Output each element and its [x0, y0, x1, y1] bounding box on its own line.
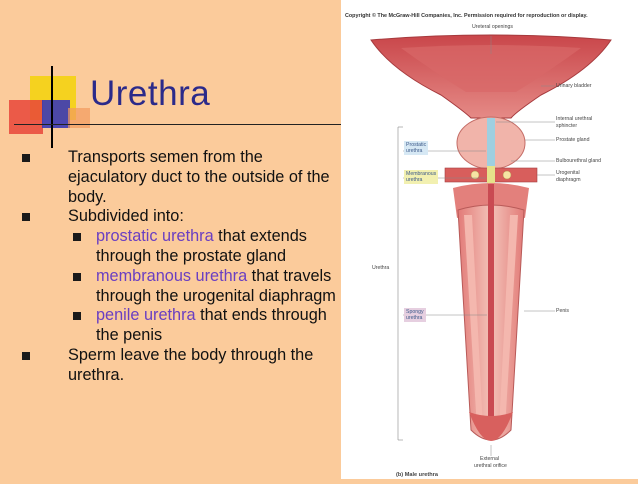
- label-urinary-bladder: Urinary bladder: [556, 83, 592, 89]
- sub-bullet-text: that ends through the penis: [96, 306, 327, 345]
- bullet-item: Subdivided into:: [22, 207, 340, 227]
- label-urogenital-diaphragm: Urogenital: [556, 170, 580, 176]
- highlight-term: membranous urethra: [96, 266, 248, 285]
- label-external-orifice: urethral orifice: [474, 463, 507, 469]
- label-urethra: Urethra: [372, 265, 390, 271]
- box-membranous-text: Membranous: [406, 171, 437, 177]
- figure-caption: (b) Male urethra: [396, 472, 438, 478]
- bullet-square-icon: [73, 272, 81, 281]
- sub-bullet-item: membranous urethra that travels through …: [22, 267, 340, 307]
- box-spongy-text: Spongy: [406, 309, 424, 315]
- slide-title: Urethra: [90, 74, 211, 113]
- label-prostate-gland: Prostate gland: [556, 137, 590, 143]
- bullet-text: Sperm leave the body through the urethra…: [68, 345, 314, 384]
- highlight-term: penile urethra: [96, 306, 196, 325]
- label-penis: Penis: [556, 308, 569, 314]
- bullet-item: Sperm leave the body through the urethra…: [22, 346, 340, 386]
- box-prostatic-urethra: Prostatic urethra: [404, 141, 429, 155]
- copyright-notice: Copyright © The McGraw-Hill Companies, I…: [345, 13, 588, 19]
- box-membranous-text: urethra: [406, 177, 423, 183]
- logo-blue-square: [42, 100, 70, 128]
- label-external-orifice: External: [480, 456, 500, 462]
- bullet-text: Subdivided into:: [68, 207, 184, 226]
- bullet-square-icon: [22, 351, 30, 360]
- label-bulbourethral-gland: Bulbourethral gland: [556, 158, 601, 164]
- box-membranous-urethra: Membranous urethra: [404, 170, 439, 184]
- bullet-list: Transports semen from the ejaculatory du…: [22, 148, 340, 386]
- label-ureteral-openings: Ureteral openings: [472, 24, 513, 30]
- sub-bullet-text: that extends through the prostate gland: [96, 227, 307, 265]
- anatomy-figure-panel: [341, 0, 638, 479]
- box-prostatic-text: Prostatic: [406, 142, 427, 148]
- highlight-term: prostatic urethra: [96, 227, 214, 246]
- logo-vertical-line: [51, 66, 53, 148]
- bullet-square-icon: [22, 213, 30, 222]
- label-urogenital-diaphragm: diaphragm: [556, 177, 581, 183]
- bullet-square-icon: [73, 233, 81, 242]
- box-spongy-urethra: Spongy urethra: [404, 308, 426, 322]
- bullet-square-icon: [22, 154, 30, 162]
- male-urethra-illustration: [370, 34, 612, 456]
- sub-bullet-item: penile urethra that ends through the pen…: [22, 306, 340, 346]
- label-internal-sphincter: Internal urethral: [556, 116, 593, 122]
- title-underline: [14, 124, 342, 125]
- bullet-text: Transports semen from the ejaculatory du…: [68, 148, 330, 206]
- logo-orange-square: [68, 108, 90, 128]
- box-prostatic-text: urethra: [406, 148, 423, 154]
- label-internal-sphincter: sphincter: [556, 123, 578, 129]
- sub-bullet-item: prostatic urethra that extends through t…: [22, 227, 340, 267]
- bullet-square-icon: [73, 312, 81, 321]
- box-spongy-text: urethra: [406, 315, 423, 321]
- logo-red-square: [9, 100, 43, 134]
- sub-bullet-text: that travels through the urogenital diap…: [96, 266, 336, 305]
- bullet-item: Transports semen from the ejaculatory du…: [22, 148, 340, 207]
